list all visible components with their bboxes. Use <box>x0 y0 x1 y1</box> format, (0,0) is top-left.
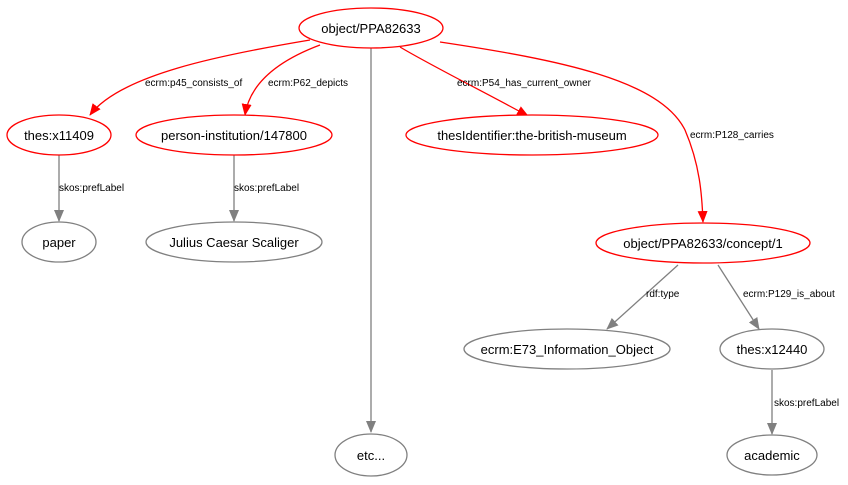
edge-label-is-about: ecrm:P129_is_about <box>743 289 835 300</box>
node-label-root: object/PPA82633 <box>321 21 421 36</box>
edge-label-scaliger: skos:prefLabel <box>234 183 299 194</box>
edge-label-current-owner: ecrm:P54_has_current_owner <box>457 78 592 89</box>
node-british-museum[interactable]: thesIdentifier:the-british-museum <box>405 114 659 156</box>
edge-label-academic: skos:prefLabel <box>774 398 839 409</box>
edge-current-owner <box>399 46 529 117</box>
node-thes-x12440[interactable]: thes:x12440 <box>719 328 825 370</box>
node-label-concept: object/PPA82633/concept/1 <box>623 236 783 251</box>
node-label-academic: academic <box>744 448 800 463</box>
node-etc[interactable]: etc... <box>334 433 408 477</box>
node-e73[interactable]: ecrm:E73_Information_Object <box>463 328 671 370</box>
edge-rdf-type <box>606 264 679 330</box>
node-label-person-institution: person-institution/147800 <box>161 128 307 143</box>
node-label-etc: etc... <box>357 448 385 463</box>
node-thes-x11409[interactable]: thes:x11409 <box>6 114 112 156</box>
edge-label-paper: skos:prefLabel <box>59 183 124 194</box>
node-person-institution[interactable]: person-institution/147800 <box>135 114 333 156</box>
nodes: object/PPA82633 thes:x11409 person-insti… <box>6 7 825 477</box>
edge-consists-of <box>89 39 311 116</box>
node-paper[interactable]: paper <box>21 221 97 263</box>
edges: ecrm:p45_consists_of ecrm:P62_depicts ec… <box>54 39 839 435</box>
edge-depicts <box>241 44 321 116</box>
node-label-british-museum: thesIdentifier:the-british-museum <box>437 128 626 143</box>
edge-carries <box>439 41 708 223</box>
node-label-scaliger: Julius Caesar Scaliger <box>169 235 299 250</box>
node-label-e73: ecrm:E73_Information_Object <box>481 342 654 357</box>
node-academic[interactable]: academic <box>726 434 818 476</box>
edge-label-consists-of: ecrm:p45_consists_of <box>145 78 242 89</box>
edge-label-depicts: ecrm:P62_depicts <box>268 78 348 89</box>
node-label-thes-x12440: thes:x12440 <box>737 342 808 357</box>
node-label-thes-x11409: thes:x11409 <box>24 128 94 143</box>
edge-label-carries: ecrm:P128_carries <box>690 130 774 141</box>
node-label-paper: paper <box>42 235 76 250</box>
node-scaliger[interactable]: Julius Caesar Scaliger <box>145 221 323 263</box>
node-root[interactable]: object/PPA82633 <box>298 7 444 49</box>
edge-is-about <box>717 264 760 330</box>
edge-label-rdf-type: rdf:type <box>646 289 680 300</box>
node-concept[interactable]: object/PPA82633/concept/1 <box>595 222 811 264</box>
